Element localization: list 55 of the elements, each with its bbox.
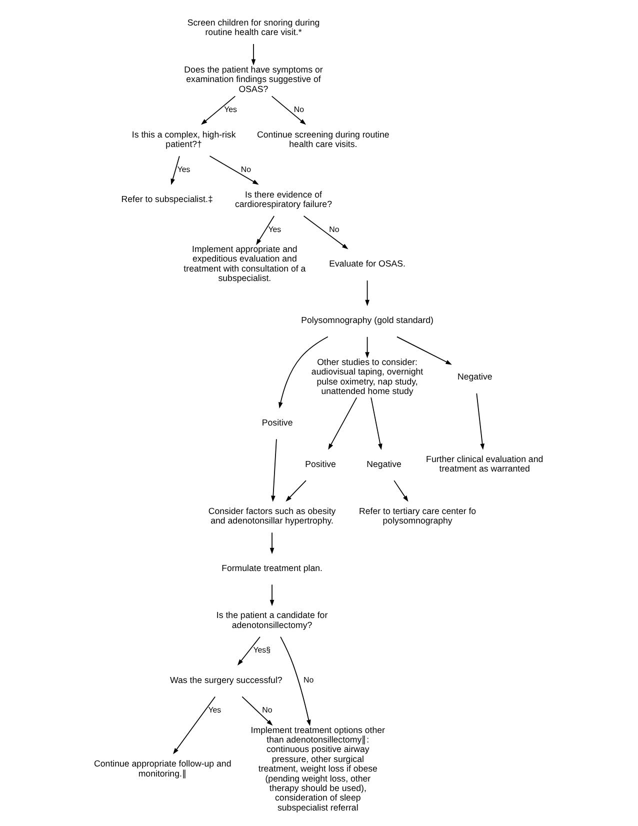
node-text: Positive [305, 458, 336, 469]
arrow [365, 280, 370, 306]
node-text: Was the surgery successful? [170, 674, 282, 685]
arrow [270, 584, 274, 606]
arrow [370, 397, 382, 450]
arrow [271, 96, 306, 125]
edge-label: No [329, 224, 340, 234]
node-text: Other studies to consider: audiovisual taping, overnight pulse oximetry, nap study, unattended home study [311, 356, 424, 396]
node-text: Is there evidence of cardiorespiratory failure? [235, 189, 332, 210]
node-text: Negative [366, 458, 402, 469]
arrow [173, 696, 216, 754]
arrow [251, 44, 256, 66]
node-text: Continue screening during routine health care visits. [257, 129, 390, 150]
arrow [280, 636, 311, 726]
node-text: Implement treatment options other than adenotonsillectomy∥: continuous positive airway pressure, other surgical treatment, weight loss if obese (pending weight loss, other therapy should be used), consideration of sleep subspecialist referral [250, 724, 386, 812]
edge-label: Yes§ [253, 646, 271, 655]
arrow [170, 156, 180, 185]
node-text: Formulate treatment plan. [222, 562, 322, 573]
node-text: Consider factors such as obesity and adenotonsillar hypertrophy. [208, 506, 336, 526]
node-text: Continue appropriate follow-up and monitoring.∥ [94, 758, 232, 778]
node-text: Implement appropriate and expeditious evaluation and treatment with consultation of a subspecialist. [184, 244, 306, 284]
arrow [271, 438, 277, 502]
node-text: Polysomnography (gold standard) [301, 315, 434, 326]
edge-label: No [262, 706, 272, 715]
arrow [286, 480, 306, 502]
node-text: Evaluate for OSAS. [329, 258, 406, 269]
node-text: Positive [262, 417, 293, 428]
arrow [270, 532, 274, 554]
node-text: Is this a complex, high-risk patient?† [132, 129, 236, 150]
arrow [242, 696, 273, 726]
arrow [476, 393, 484, 450]
arrow [278, 336, 328, 409]
node-text: Negative [458, 371, 492, 382]
edge-label: Yes [268, 224, 282, 234]
edge-label: Yes [208, 706, 222, 715]
arrow [209, 156, 259, 185]
edge-label: No [240, 164, 252, 174]
arrow [328, 397, 358, 450]
edge-label: Yes [224, 104, 238, 114]
node-text: Is the patient a candidate for adenotonsillectomy? [216, 610, 328, 630]
edge-label: No [304, 676, 314, 685]
arrow [256, 216, 275, 246]
node-text: Refer to subspecialist.‡ [121, 194, 213, 204]
arrow [396, 336, 452, 365]
edge-label: No [294, 104, 304, 114]
node-text: Refer to tertiary care center fo polysomnography [359, 506, 476, 526]
edge-label: Yes [177, 164, 190, 174]
arrow [365, 336, 370, 358]
node-text: Does the patient have symptoms or examination findings suggestive of OSAS? [184, 64, 323, 94]
arrow [394, 480, 408, 502]
arrow [200, 96, 236, 125]
node-text: Further clinical evaluation and treatment as warranted [426, 454, 544, 474]
node-text: Screen children for snoring during routine health care visit.* [187, 17, 320, 38]
arrow [303, 216, 348, 250]
arrow [237, 636, 260, 666]
